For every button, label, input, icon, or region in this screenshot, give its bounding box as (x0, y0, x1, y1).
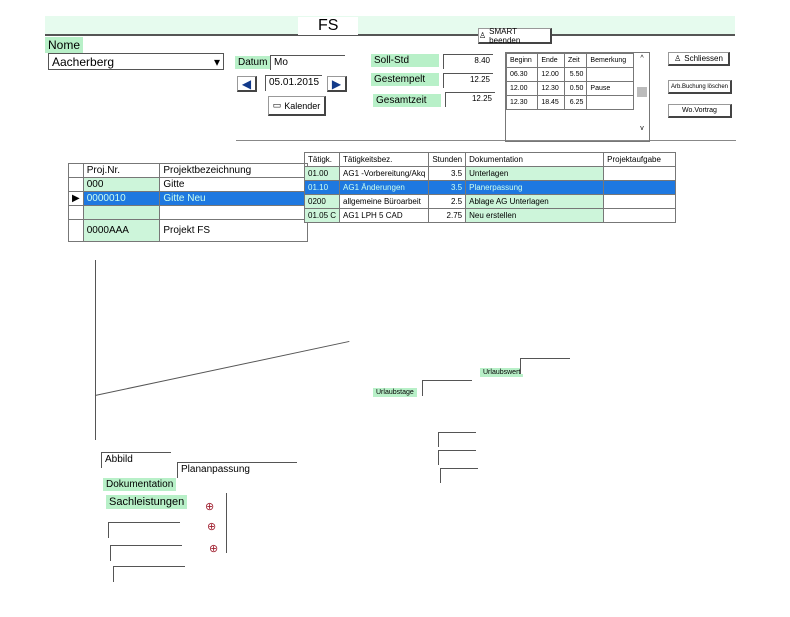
window-title: FS (298, 17, 359, 35)
scrollbar[interactable]: ^v (637, 55, 647, 135)
datum-label: Datum (235, 56, 271, 69)
gestempelt-value: 12.25 (443, 73, 493, 88)
urlaubstage-label: Urlaubstage (373, 388, 417, 397)
sachleistungen-border (226, 493, 227, 553)
dokumentation-label: Dokumentation (103, 478, 177, 491)
wo-vortrag-button[interactable]: Wo.Vortrag (668, 104, 732, 118)
smart-beenden-button[interactable]: ♙SMART beenden (478, 27, 552, 45)
chevron-down-icon[interactable]: ▾ (213, 55, 220, 69)
sachleistung-field-2[interactable] (110, 545, 182, 561)
dokumentation-field[interactable]: Plananpassung (177, 462, 297, 478)
person-icon: ♙ (674, 54, 682, 63)
divider (236, 140, 736, 141)
side-field-3[interactable] (440, 468, 478, 483)
gesamtzeit-value: 12.25 (445, 92, 495, 107)
soll-std-label: Soll-Std (371, 54, 439, 67)
gesamtzeit-label: Gesamtzeit (373, 94, 441, 107)
soll-std-value: 8.40 (443, 54, 493, 69)
side-field-2[interactable] (438, 450, 476, 465)
search-icon[interactable]: ⊕ (207, 521, 217, 533)
gestempelt-label: Gestempelt (371, 73, 439, 86)
day-field: Mo (270, 55, 345, 70)
title-bar (45, 16, 735, 36)
person-icon: ♙ (479, 31, 487, 40)
name-label: Nome (45, 37, 84, 53)
sachleistungen-label: Sachleistungen (106, 495, 188, 509)
side-field-1[interactable] (438, 432, 476, 447)
sachleistung-field-3[interactable] (113, 566, 185, 582)
schliessen-button[interactable]: ♙Schliessen (668, 52, 730, 66)
grid-border-bottom (94, 340, 350, 396)
sachleistung-field-1[interactable] (108, 522, 180, 538)
urlaubswert-field[interactable] (520, 358, 570, 374)
next-day-button[interactable]: ▶ (327, 76, 347, 92)
search-icon[interactable]: ⊕ (209, 543, 219, 555)
table-row[interactable] (68, 205, 308, 220)
abbild-field[interactable]: Abbild (101, 452, 171, 468)
name-select[interactable]: Aacherberg▾ (48, 53, 224, 70)
search-icon[interactable]: ⊕ (205, 501, 215, 513)
date-field[interactable]: 05.01.2015 (265, 75, 322, 91)
urlaubstage-field[interactable] (422, 380, 472, 396)
calendar-icon: ▭ (272, 100, 282, 110)
urlaubswert-label: Urlaubswert (480, 368, 524, 377)
delete-booking-button[interactable]: Arb.Buchung löschen (668, 80, 732, 94)
prev-day-button[interactable]: ◀ (237, 76, 257, 92)
kalender-button[interactable]: ▭Kalender (268, 96, 326, 116)
grid-border-left (95, 260, 96, 440)
